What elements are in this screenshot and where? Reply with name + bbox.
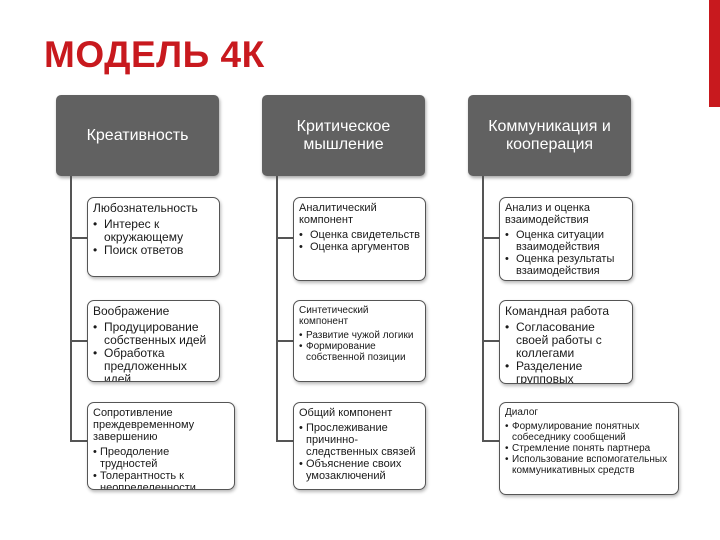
card-interaction-analysis: Анализ и оценка взаимодействия Оценка си… xyxy=(499,197,633,281)
card-title: Любознательность xyxy=(93,201,198,215)
list-item: Продуцирование собственных идей xyxy=(93,321,214,347)
connector-trunk-creativity xyxy=(70,176,72,441)
card-curiosity: Любознательность Интерес к окружающему П… xyxy=(87,197,220,277)
card-resistance: Сопротивление преждевременному завершени… xyxy=(87,402,235,490)
list-item: Толерантность к неопределенности xyxy=(93,470,229,489)
connector-branch xyxy=(482,440,500,442)
card-title: Сопротивление преждевременному завершени… xyxy=(93,407,195,443)
header-creativity: Креативность xyxy=(56,95,219,176)
card-title: Диалог xyxy=(505,407,539,418)
connector-branch xyxy=(276,340,294,342)
card-synthetic: Синтетический компонент Развитие чужой л… xyxy=(293,300,426,382)
card-general: Общий компонент Прослеживание причинно-с… xyxy=(293,402,426,490)
connector-branch xyxy=(70,340,88,342)
list-item: Обработка предложенных идей xyxy=(93,347,214,382)
connector-branch xyxy=(482,237,500,239)
list-item: Поиск ответов xyxy=(93,244,214,258)
connector-branch xyxy=(482,340,500,342)
page-title: МОДЕЛЬ 4К xyxy=(44,34,265,75)
card-title: Синтетический компонент xyxy=(299,305,369,327)
header-communication: Коммуникация и кооперация xyxy=(468,95,631,176)
card-title: Анализ и оценка взаимодействия xyxy=(505,202,591,226)
list-item: Оценка результаты взаимодействия xyxy=(505,253,627,277)
list-item: Формулирование понятных собеседнику сооб… xyxy=(505,421,673,443)
connector-trunk-critical xyxy=(276,176,278,441)
list-item: Разделение групповых ценностей xyxy=(505,360,627,384)
connector-branch xyxy=(70,440,88,442)
card-title: Общий компонент xyxy=(299,407,393,419)
card-dialog: Диалог Формулирование понятных собеседни… xyxy=(499,402,679,495)
list-item: Стремление понять партнера xyxy=(505,443,673,454)
header-creativity-label: Креативность xyxy=(86,126,189,144)
list-item: Использование вспомогательных коммуникат… xyxy=(505,454,673,476)
list-item: Объяснение своих умозаключений xyxy=(299,458,420,482)
header-critical-thinking: Критическое мышление xyxy=(262,95,425,176)
card-imagination: Воображение Продуцирование собственных и… xyxy=(87,300,220,382)
header-critical-thinking-label: Критическое мышление xyxy=(296,117,391,153)
connector-branch xyxy=(276,237,294,239)
list-item: Преодоление трудностей xyxy=(93,446,229,470)
card-title: Воображение xyxy=(93,304,170,318)
list-item: Интерес к окружающему xyxy=(93,218,214,244)
card-title: Аналитический компонент xyxy=(299,202,377,226)
list-item: Оценка ситуации взаимодействия xyxy=(505,229,627,253)
card-title: Командная работа xyxy=(505,304,610,318)
list-item: Оценка аргументов xyxy=(299,241,420,253)
list-item: Согласование своей работы с коллегами xyxy=(505,321,627,360)
list-item: Оценка свидетельств xyxy=(299,229,420,241)
list-item: Формирование собственной позиции xyxy=(299,341,420,363)
connector-branch xyxy=(276,440,294,442)
card-analytic: Аналитический компонент Оценка свидетель… xyxy=(293,197,426,281)
connector-trunk-communication xyxy=(482,176,484,441)
header-communication-label: Коммуникация и кооперация xyxy=(488,117,611,153)
list-item: Развитие чужой логики xyxy=(299,330,420,341)
connector-branch xyxy=(70,237,88,239)
card-teamwork: Командная работа Согласование своей рабо… xyxy=(499,300,633,384)
list-item: Прослеживание причинно-следственных связ… xyxy=(299,422,420,458)
accent-bar xyxy=(709,0,720,107)
